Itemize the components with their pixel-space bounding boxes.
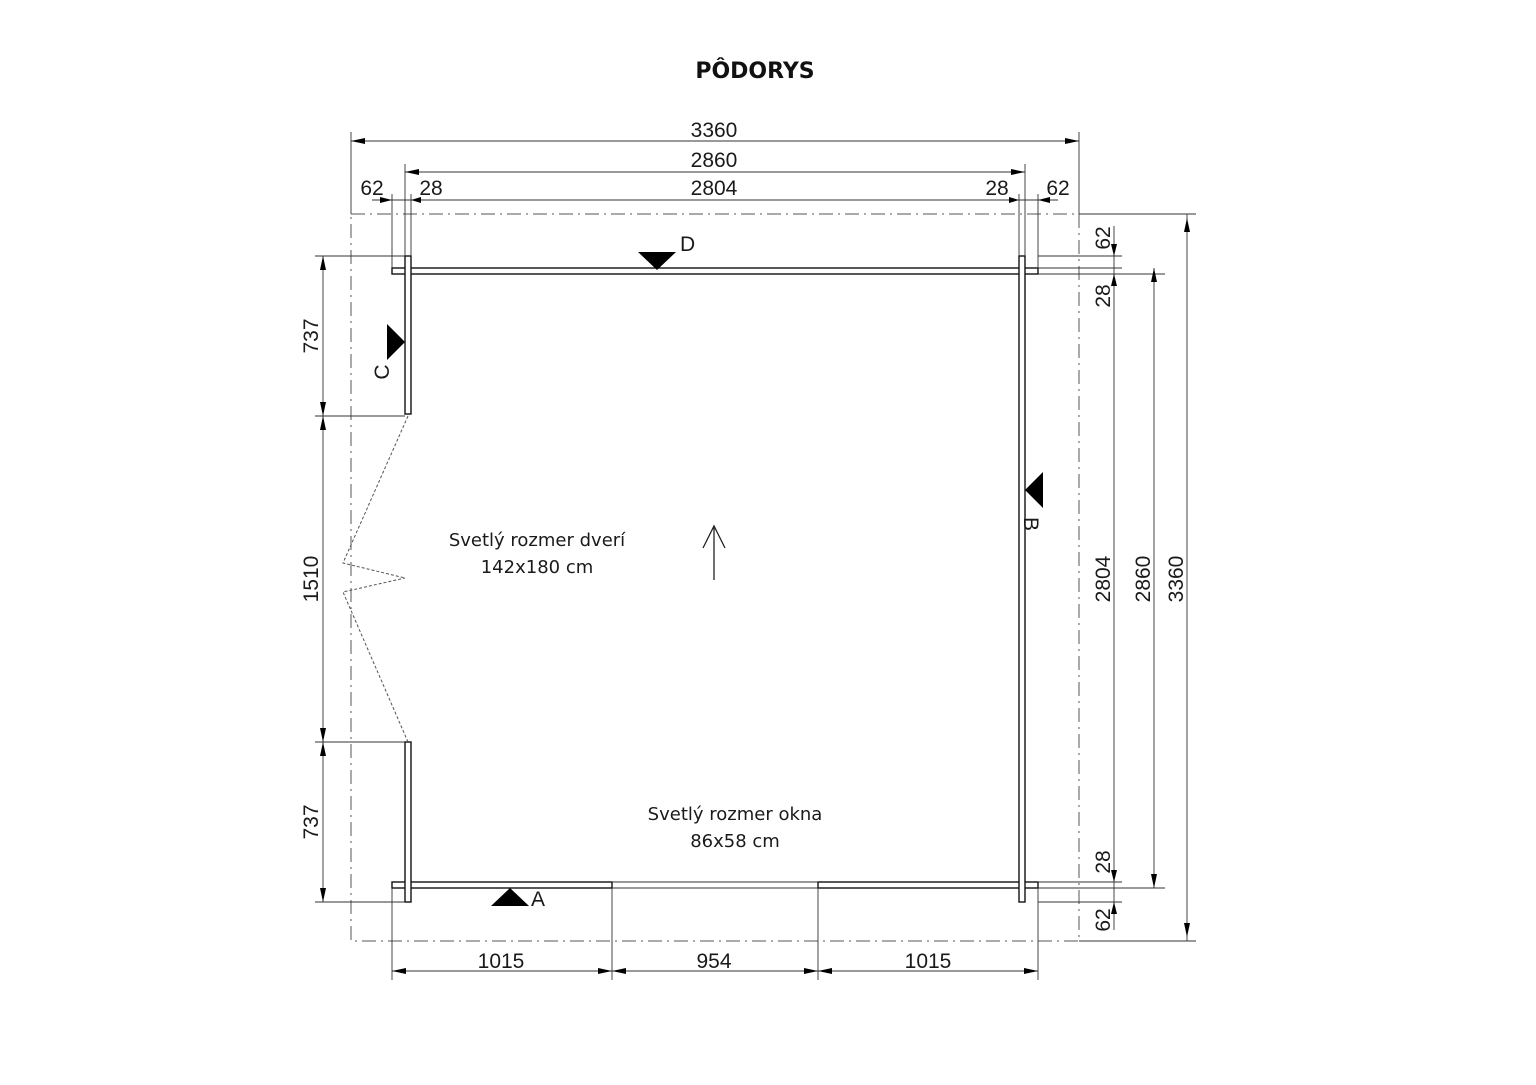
dim-right-inner: 2860 — [1132, 556, 1155, 603]
dim-bottom-left: 1015 — [478, 950, 525, 973]
wall-bottom-left — [391, 881, 613, 889]
direction-arrow-icon — [702, 524, 726, 580]
dim-top-inner: 2860 — [691, 149, 738, 172]
dim-top-right-overhang: 62 — [1046, 177, 1069, 200]
dim-bottom-window: 954 — [696, 950, 731, 973]
door-swing — [342, 415, 409, 743]
dim-top-clear: 2804 — [691, 177, 738, 200]
page-title: PÔDORYS — [695, 58, 814, 84]
dim-top-left-wall: 28 — [419, 177, 442, 200]
dim-left-bottom-segment: 737 — [300, 804, 323, 839]
dim-left-door: 1510 — [300, 556, 323, 603]
dim-top-overall: 3360 — [691, 119, 738, 142]
left-dimensions — [315, 255, 405, 903]
dim-right-bottom-overhang: 62 — [1092, 908, 1115, 931]
marker-a-label: A — [531, 888, 545, 911]
marker-b-icon — [1025, 472, 1043, 508]
dim-top-left-overhang: 62 — [360, 177, 383, 200]
dim-bottom-right: 1015 — [905, 950, 952, 973]
wall-bottom-right — [817, 881, 1039, 889]
bottom-dimensions — [391, 888, 1039, 980]
marker-a-icon — [491, 888, 529, 906]
marker-c-label: C — [371, 364, 394, 379]
dim-right-top-wall: 28 — [1092, 284, 1115, 307]
wall-top — [391, 267, 1039, 275]
marker-b-label: B — [1019, 517, 1042, 531]
door-clearance-label: Svetlý rozmer dverí — [449, 530, 626, 551]
dim-right-bottom-wall: 28 — [1092, 850, 1115, 873]
dim-right-clear: 2804 — [1092, 555, 1115, 602]
wall-left-bottom — [404, 741, 412, 903]
window-clearance-label: Svetlý rozmer okna — [648, 804, 823, 825]
dim-top-right-wall: 28 — [985, 177, 1008, 200]
window-clearance-size: 86x58 cm — [690, 831, 780, 852]
marker-d-icon — [638, 252, 676, 270]
dim-right-overall: 3360 — [1165, 556, 1188, 603]
roof-outline — [350, 213, 1080, 942]
marker-d-label: D — [680, 233, 695, 256]
walls — [391, 255, 1039, 903]
dim-left-top-segment: 737 — [300, 318, 323, 353]
right-dimensions — [1038, 213, 1196, 942]
dim-right-top-overhang: 62 — [1092, 226, 1115, 249]
wall-right — [1018, 255, 1026, 903]
wall-left-top — [404, 255, 412, 415]
door-clearance-size: 142x180 cm — [481, 557, 594, 578]
marker-c-icon — [387, 324, 405, 360]
top-dimensions — [350, 132, 1080, 268]
